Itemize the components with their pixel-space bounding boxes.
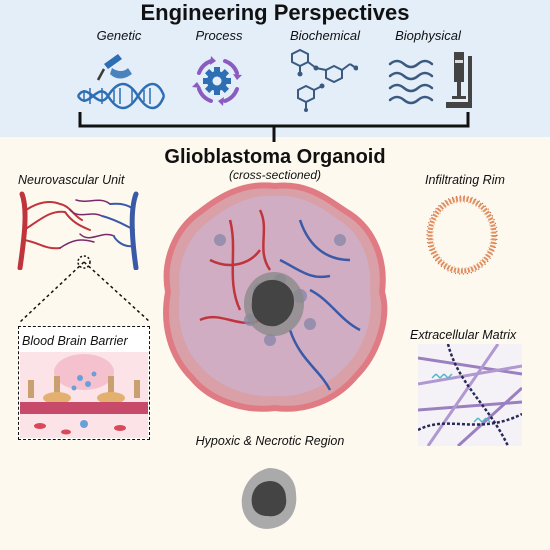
- process-gear-icon: [192, 56, 242, 106]
- extracellular-matrix-illustration: [418, 344, 522, 446]
- organoid-subtitle: (cross-sectioned): [228, 168, 322, 182]
- molecule-icon: [291, 48, 358, 112]
- perspective-label-biochemical: Biochemical: [289, 28, 361, 43]
- label-infiltrating-rim: Infiltrating Rim: [425, 173, 505, 187]
- label-extracellular-matrix: Extracellular Matrix: [410, 328, 517, 342]
- label-hypoxic-necrotic-region: Hypoxic & Necrotic Region: [195, 434, 345, 448]
- perspective-label-process: Process: [195, 28, 243, 43]
- main-title: Engineering Perspectives: [140, 0, 410, 25]
- organoid-title: Glioblastoma Organoid: [164, 146, 386, 168]
- perspective-label-biophysical: Biophysical: [395, 28, 461, 43]
- label-neurovascular-unit: Neurovascular Unit: [18, 173, 125, 187]
- organoid-illustration: [163, 182, 388, 412]
- infiltrating-rim-illustration: [426, 195, 498, 275]
- perspective-label-genetic: Genetic: [96, 28, 142, 43]
- waves-compression-icon: [388, 52, 472, 108]
- label-blood-brain-barrier: Blood Brain Barrier: [22, 334, 128, 348]
- bbb-illustration: [20, 352, 148, 438]
- neurovascular-unit-illustration: [17, 191, 139, 270]
- hypoxic-necrotic-core-illustration: [241, 468, 297, 529]
- dna-pipette-icon: [76, 54, 166, 110]
- perspectives-bracket: [78, 112, 470, 142]
